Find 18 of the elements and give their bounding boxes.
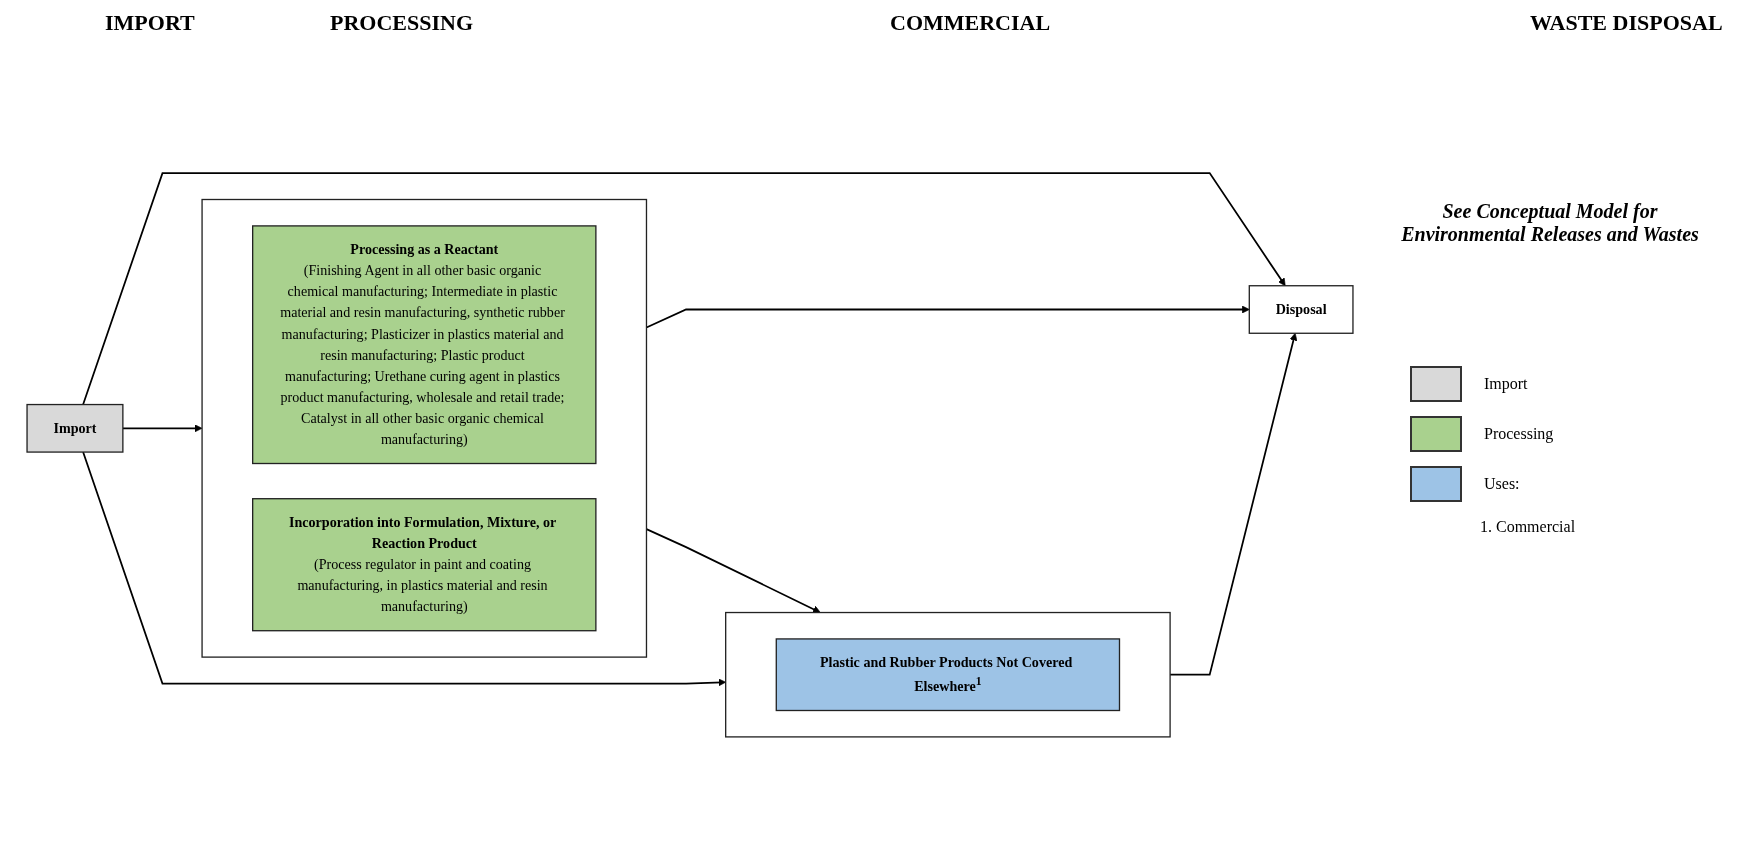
footnote: 1. Commercial [1480, 518, 1577, 536]
node-box: Processing as a Reactant (Finishing Agent in all other basic organic chemical manufacturing; Intermediate in plastic material and resin manufacturing, synthetic rubber manufacturing; Plasticizer in plastics material and resin manufacturing; Plastic product manufacturing; Urethane curing agent in plastics product manufacturing, wholesale and retail trade; Catalyst in all other basic organic chemical manufacturing) [252, 225, 597, 465]
cluster [201, 198, 648, 658]
cluster [725, 611, 1171, 738]
column-heading: COMMERCIAL [890, 10, 1051, 36]
node-box: Plastic and Rubber Products Not Covered Elsewhere$^{1}$ [775, 638, 1121, 712]
arrow [122, 424, 203, 433]
column-heading: PROCESSING [330, 10, 474, 36]
node-box: Disposal [1248, 285, 1354, 334]
legend-label: Processing [1484, 425, 1554, 443]
column-heading: IMPORT [105, 10, 195, 36]
column-heading: WASTE DISPOSAL [1530, 10, 1723, 36]
arrow [82, 172, 1286, 406]
note: See Conceptual Model for Environmental Releases and Wastes [1400, 200, 1700, 246]
node-box: Incorporation into Formulation, Mixture, or Reaction Product (Process regulator in paint and coating manufacturing, in plastics material and resin manufacturing) [252, 498, 597, 632]
legend-label: Import [1484, 375, 1528, 393]
node-box: Import [26, 403, 124, 453]
legend-label: Uses: [1484, 475, 1520, 493]
